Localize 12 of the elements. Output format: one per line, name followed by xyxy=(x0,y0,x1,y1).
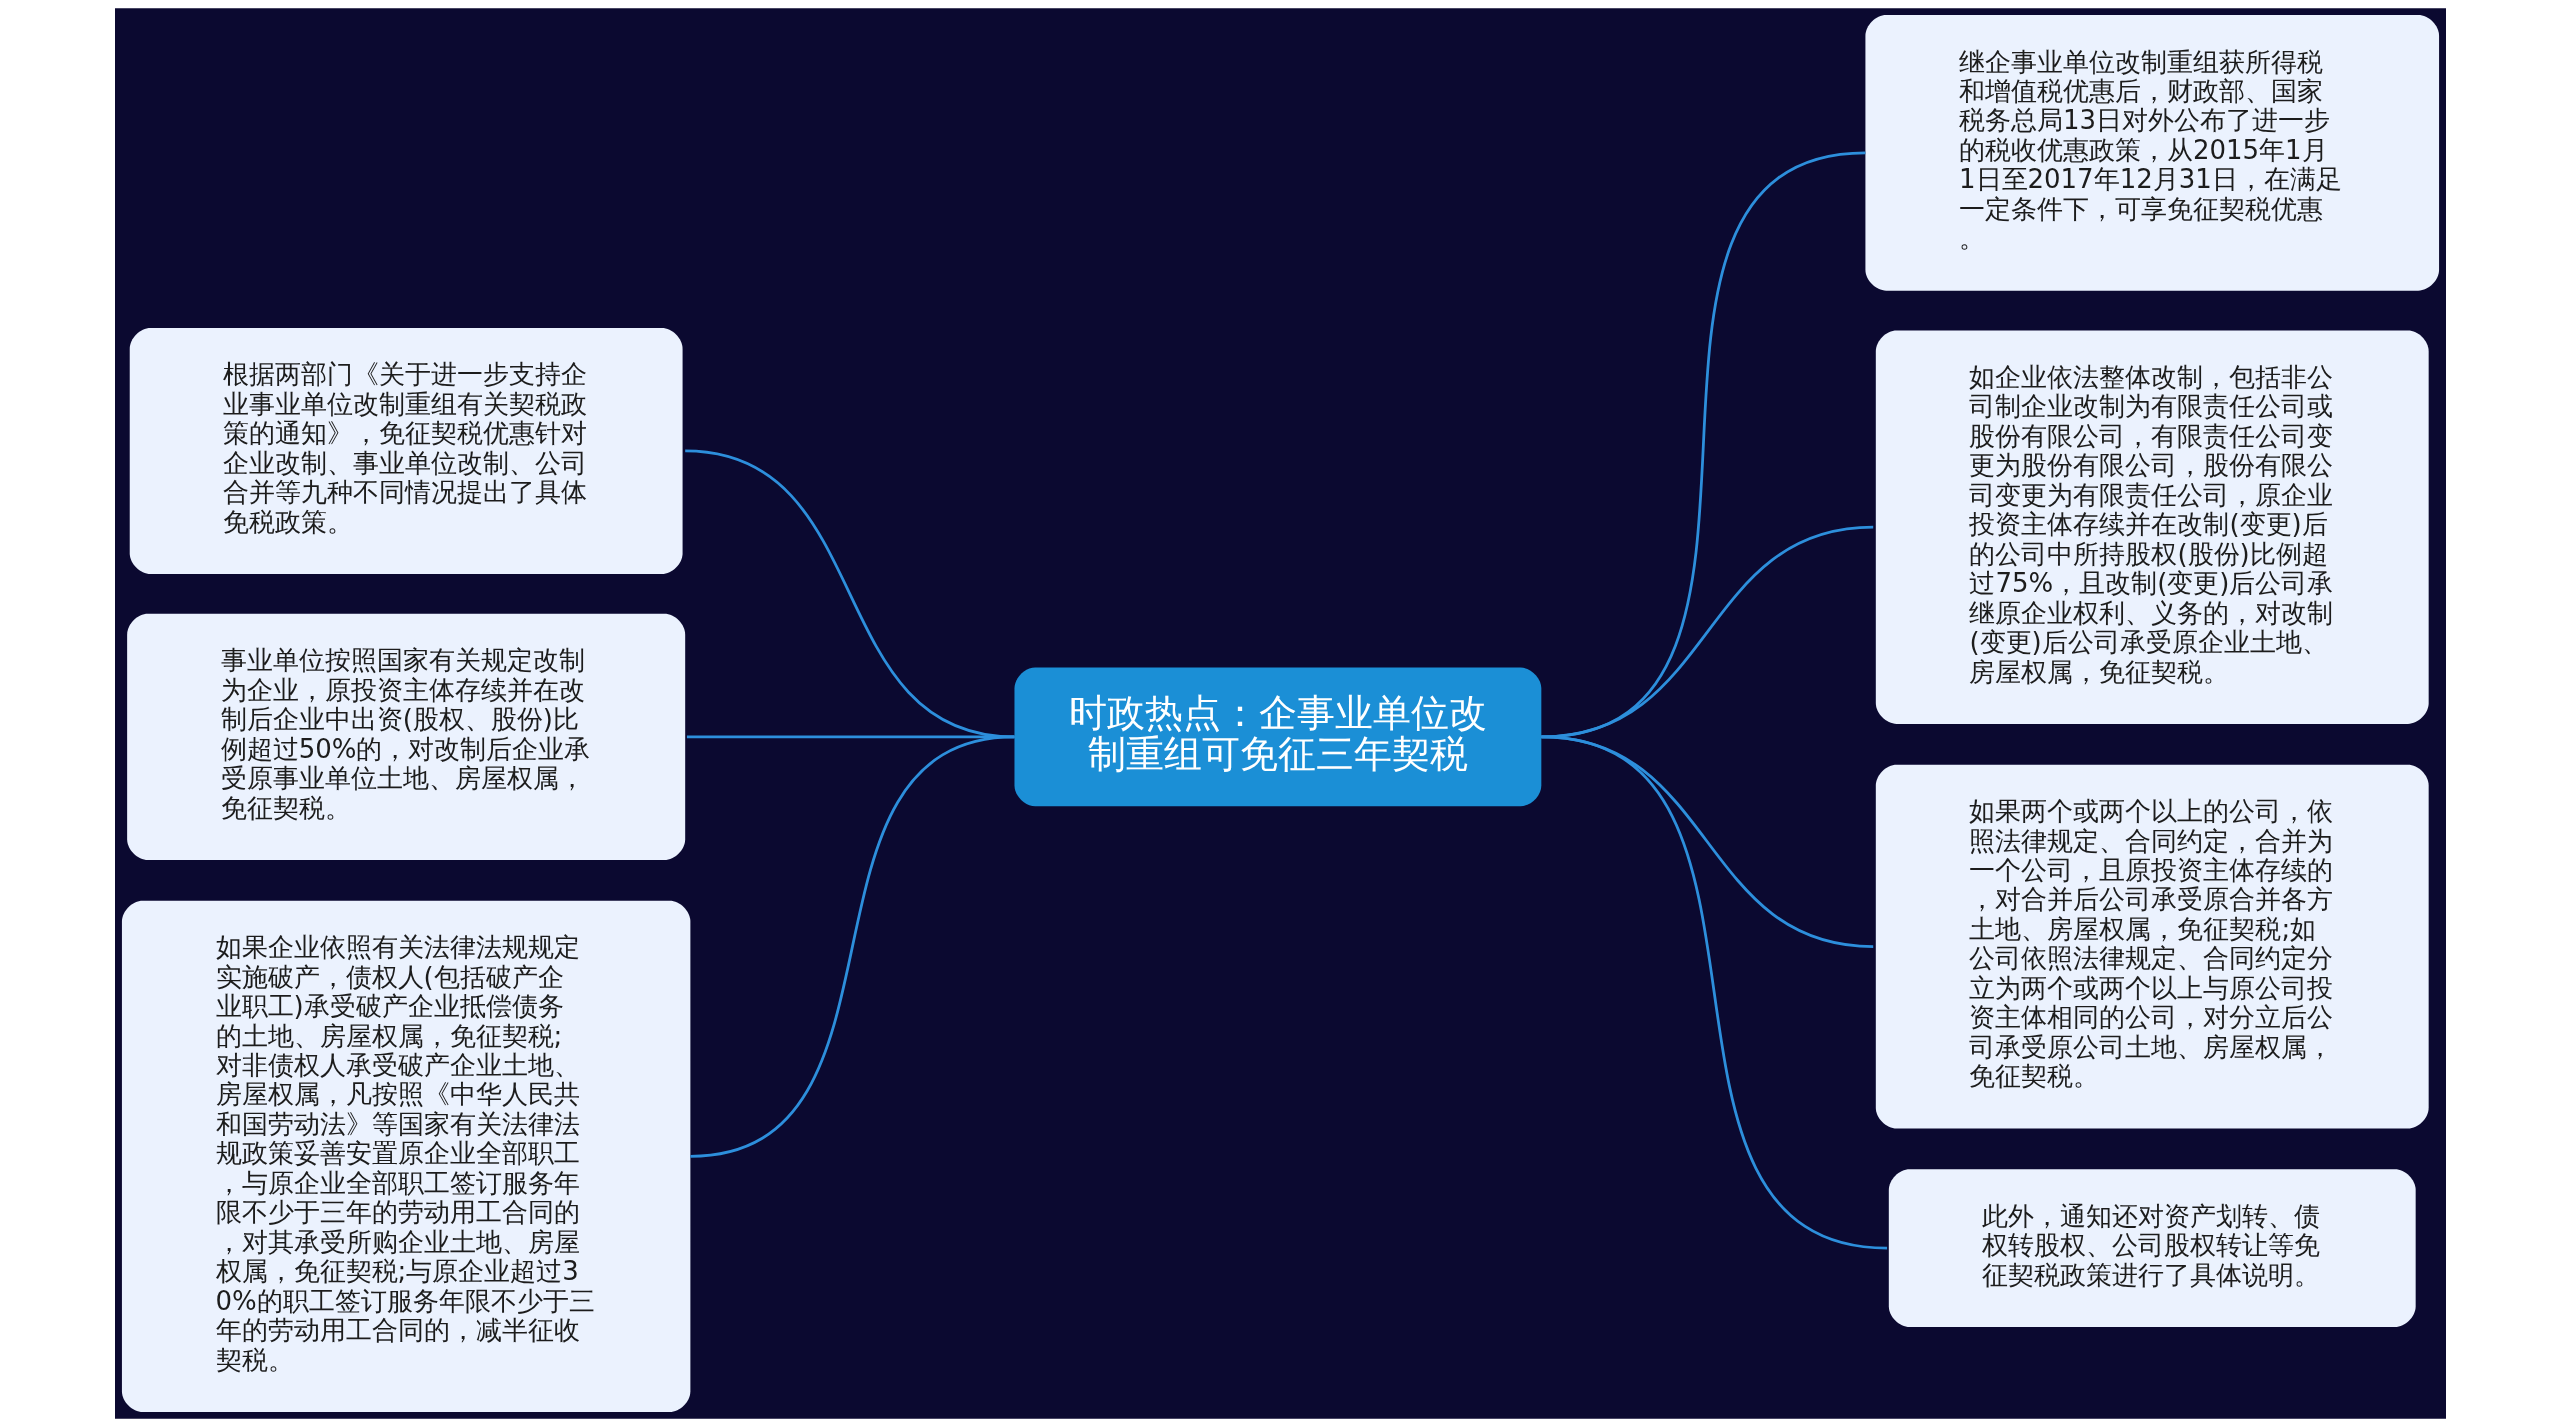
connector xyxy=(1540,525,1873,739)
node-box: 根据两部门《关于进一步支持企业事业单位改制重组有关契税政策的通知》，免征契税优惠针对企业改制、事业单位改制、公司合并等九种不同情况提出了具体免税政策。 xyxy=(129,327,683,574)
node-box: 时政热点：企事业单位改制重组可免征三年契税 xyxy=(1013,667,1541,807)
connector xyxy=(689,735,1015,1158)
node-box: 如企业依法整体改制，包括非公司制企业改制为有限责任公司或股份有限公司，有限责任公司变更为股份有限公司，股份有限公司变更为有限责任公司，原企业投资主体存续并在改制(变更)后的公司中所持股权(股份)比例超过75%，且改制(变更)后公司承继原企业权利、义务的，对改制(变更)后公司承受原企业土地、房屋权属，免征契税。 xyxy=(1875,330,2429,724)
node-box: 继企事业单位改制重组获所得税和增值税优惠后，财政部、国家税务总局13日对外公布了进一步的税收优惠政策，从2015年1月1日至2017年12月31日，在满足一定条件下，可享免征契税优惠。 xyxy=(1864,15,2439,291)
node-box: 此外，通知还对资产划转、债权转股权、公司股权转让等免征契税政策进行了具体说明。 xyxy=(1888,1169,2416,1327)
node-box: 事业单位按照国家有关规定改制为企业，原投资主体存续并在改制后企业中出资(股权、股份)比例超过50%的，对改制后企业承受原事业单位土地、房屋权属，免征契税。 xyxy=(126,613,685,860)
node-box: 如果两个或两个以上的公司，依照法律规定、合同约定，合并为一个公司，且原投资主体存续的，对合并后公司承受原合并各方土地、房屋权属，免征契税;如公司依照法律规定、合同约定分立为两个或两个以上与原公司投资主体相同的公司，对分立后公司承受原公司土地、房屋权属，免征契税。 xyxy=(1875,764,2429,1129)
connector xyxy=(684,449,1015,739)
connector xyxy=(1540,735,1887,1250)
node-box: 如果企业依照有关法律法规规定实施破产，债权人(包括破产企业职工)承受破产企业抵偿债务的土地、房屋权属，免征契税;对非债权人承受破产企业土地、房屋权属，凡按照《中华人民共和国劳动法》等国家有关法律法规政策妥善安置原企业全部职工，与原企业全部职工签订服务年限不少于三年的劳动用工合同的，对其承受所购企业土地、房屋权属，免征契税;与原企业超过30%的职工签订服务年限不少于三年的劳动用工合同的，减半征收契税。 xyxy=(121,900,690,1412)
